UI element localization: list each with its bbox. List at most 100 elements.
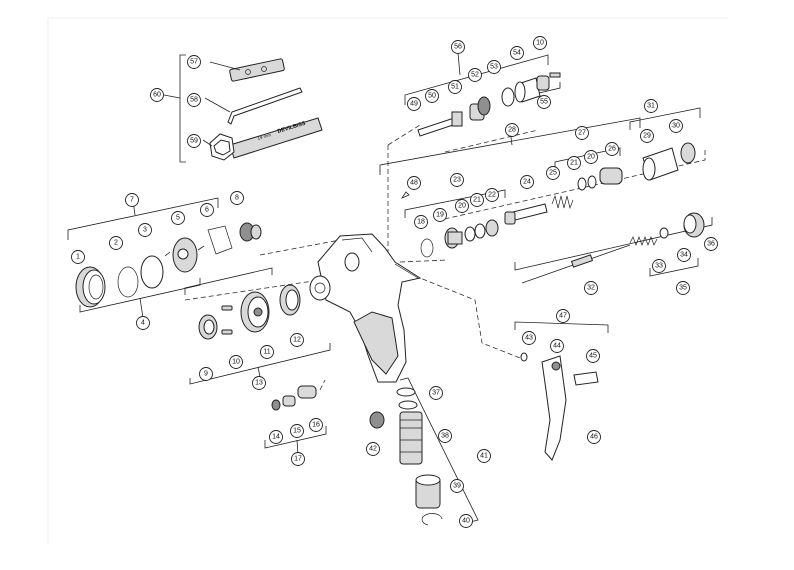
callout-22: 22 xyxy=(485,188,499,202)
svg-text:10: 10 xyxy=(536,40,544,47)
svg-text:23: 23 xyxy=(453,177,461,184)
callout-13: 13 xyxy=(252,376,266,390)
callout-54: 54 xyxy=(510,46,524,60)
spring-25 xyxy=(551,194,574,210)
callout-50: 50 xyxy=(425,89,439,103)
front-parts-18-22 xyxy=(420,219,499,258)
seal-3 xyxy=(140,255,164,289)
callout-58: 58 xyxy=(187,93,201,107)
callout-55: 55 xyxy=(537,95,551,109)
callout-56: 56 xyxy=(451,40,465,54)
svg-text:30: 30 xyxy=(672,123,680,130)
callout-47: 47 xyxy=(556,309,570,323)
svg-text:29: 29 xyxy=(643,133,651,140)
svg-text:58: 58 xyxy=(190,97,198,104)
callout-20a: 20 xyxy=(455,199,469,213)
svg-text:20: 20 xyxy=(458,203,466,210)
callout-16: 16 xyxy=(309,418,323,432)
svg-text:38: 38 xyxy=(441,433,449,440)
callout-1: 1 xyxy=(71,250,85,264)
svg-text:56: 56 xyxy=(454,44,462,51)
svg-text:44: 44 xyxy=(553,343,561,350)
svg-text:4: 4 xyxy=(141,320,145,327)
svg-text:6: 6 xyxy=(205,207,209,214)
svg-text:21: 21 xyxy=(473,197,481,204)
svg-text:59: 59 xyxy=(190,138,198,145)
svg-text:22: 22 xyxy=(488,192,496,199)
svg-text:35: 35 xyxy=(679,285,687,292)
svg-text:55: 55 xyxy=(540,99,548,106)
svg-text:51: 51 xyxy=(451,84,459,91)
callout-6: 6 xyxy=(200,203,214,217)
tool-58-hex-key xyxy=(204,87,303,125)
svg-text:43: 43 xyxy=(525,335,533,342)
callout-35: 35 xyxy=(676,281,690,295)
callout-2: 2 xyxy=(109,236,123,250)
svg-text:19: 19 xyxy=(436,212,444,219)
callout-49: 49 xyxy=(407,97,421,111)
svg-text:48: 48 xyxy=(410,180,418,187)
svg-text:45: 45 xyxy=(589,353,597,360)
callout-36: 36 xyxy=(704,237,718,251)
svg-text:33: 33 xyxy=(655,263,663,270)
svg-text:11: 11 xyxy=(263,349,270,356)
svg-text:15: 15 xyxy=(293,428,301,435)
svg-text:14: 14 xyxy=(272,434,280,441)
tool-59-spanner-wrench: 19 mm DEVILBISS xyxy=(202,117,323,161)
callout-60: 60 xyxy=(150,88,164,102)
callout-52: 52 xyxy=(468,68,482,82)
svg-text:31: 31 xyxy=(647,103,655,110)
callout-24: 24 xyxy=(520,175,534,189)
fluid-inlet-37-42 xyxy=(369,387,443,526)
svg-text:8: 8 xyxy=(235,195,239,202)
callout-21b: 21 xyxy=(567,156,581,170)
callout-28: 28 xyxy=(505,123,519,137)
aircap-ring-1 xyxy=(75,266,106,308)
callout-33: 33 xyxy=(652,259,666,273)
svg-text:10: 10 xyxy=(232,359,240,366)
svg-text:53: 53 xyxy=(490,64,498,71)
svg-text:12: 12 xyxy=(293,337,301,344)
callout-43: 43 xyxy=(522,331,536,345)
callout-20b: 20 xyxy=(584,150,598,164)
callout-14: 14 xyxy=(269,430,283,444)
svg-text:47: 47 xyxy=(559,313,567,320)
svg-text:42: 42 xyxy=(369,446,377,453)
screws-10 xyxy=(221,305,233,335)
callout-44: 44 xyxy=(550,339,564,353)
callout-41: 41 xyxy=(477,449,491,463)
callout-12: 12 xyxy=(290,333,304,347)
callout-21a: 21 xyxy=(470,193,484,207)
callout-45: 45 xyxy=(586,349,600,363)
callout-53: 53 xyxy=(487,60,501,74)
svg-text:57: 57 xyxy=(190,59,198,66)
svg-text:18: 18 xyxy=(417,219,425,226)
callout-3: 3 xyxy=(138,223,152,237)
ring-2 xyxy=(117,266,139,298)
svg-text:17: 17 xyxy=(294,456,302,463)
gun-body xyxy=(309,233,422,383)
callout-18: 18 xyxy=(414,215,428,229)
svg-text:39: 39 xyxy=(453,483,461,490)
svg-text:28: 28 xyxy=(508,127,516,134)
gasket-9 xyxy=(198,314,218,340)
needle-32 xyxy=(521,236,658,284)
callout-11: 11 xyxy=(260,345,274,359)
callout-48: 48 xyxy=(407,176,421,190)
svg-text:37: 37 xyxy=(432,390,440,397)
callout-29: 29 xyxy=(640,129,654,143)
callout-57: 57 xyxy=(187,55,201,69)
needle-housing-24 xyxy=(504,203,548,225)
svg-text:41: 41 xyxy=(480,453,488,460)
aircap-5 xyxy=(164,237,205,273)
air-valve-49-55 xyxy=(417,72,561,137)
svg-text:9: 9 xyxy=(204,371,208,378)
svg-text:13: 13 xyxy=(255,380,263,387)
knob-36 xyxy=(659,212,705,239)
callout-31: 31 xyxy=(644,99,658,113)
callout-9: 9 xyxy=(199,367,213,381)
baffle-11 xyxy=(240,291,270,333)
callout-42: 42 xyxy=(366,442,380,456)
callout-51: 51 xyxy=(448,80,462,94)
svg-text:36: 36 xyxy=(707,241,715,248)
